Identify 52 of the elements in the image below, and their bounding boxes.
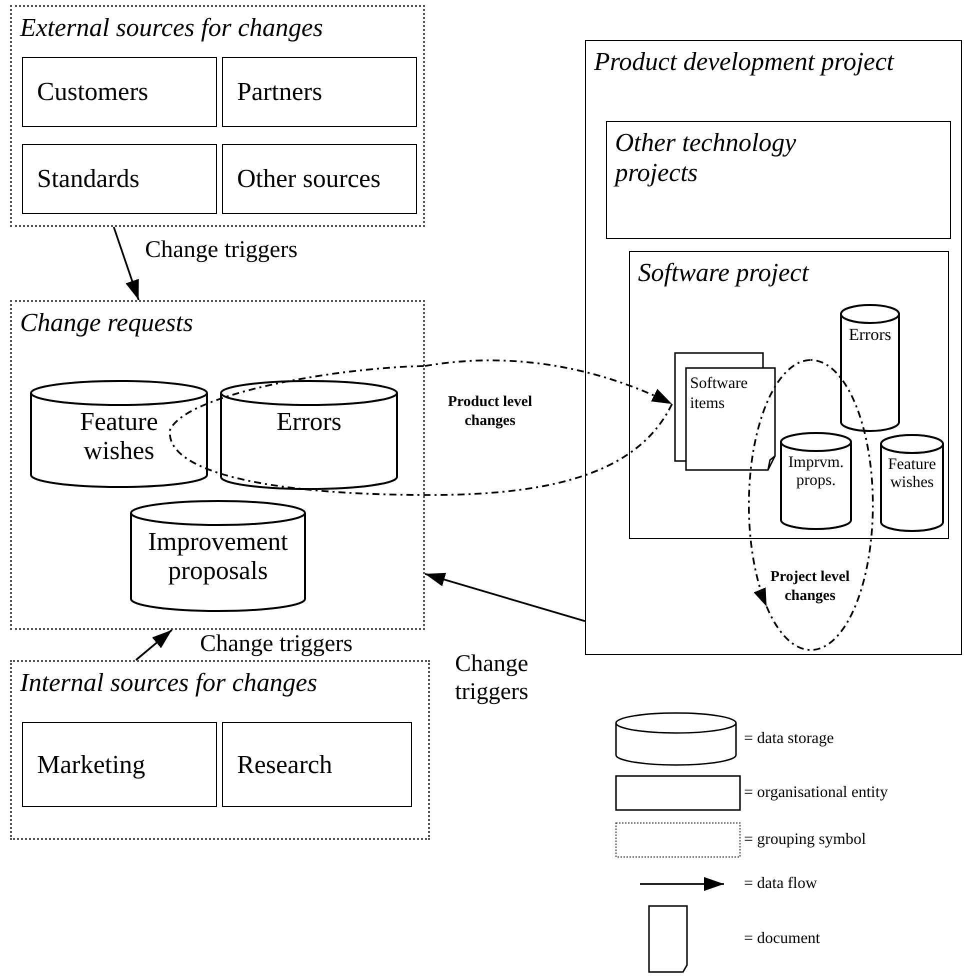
box-label: Marketing [37,750,146,780]
store-label: Feature wishes [79,408,159,466]
organisation-box [222,144,417,214]
box-label: Customers [37,77,150,107]
arrow [135,629,172,661]
grouping-box [10,300,425,630]
box-label: Partners [237,77,324,107]
group-title: Change requests [20,308,194,338]
arrow [112,226,140,300]
data-store-cylinder [220,380,398,490]
organisation-box [585,40,962,655]
data-store-cylinder [780,432,852,530]
edge-label: Change triggers [200,630,354,658]
store-label: Feature wishes [887,456,937,492]
note-label: Project level changes [769,568,851,606]
document-label: Software items [690,374,749,414]
grouping-box [10,5,425,227]
data-store-cylinder [130,500,306,612]
data-store-cylinder [30,380,208,488]
document-stack [674,352,777,472]
legend-text: = data flow [744,874,817,894]
organisation-box [606,121,951,239]
box-label: Other sources [237,164,382,194]
group-title: Other technology projects [615,128,798,188]
store-label: Improvement proposals [146,528,290,586]
legend-text: = organisational entity [744,783,888,803]
edge-label: Product level changes [446,393,534,431]
box-label: Research [237,750,334,780]
arrow [424,572,586,622]
group-title: External sources for changes [20,13,324,43]
store-label: Imprvm. props. [787,454,845,490]
group-title: Product development project [594,47,894,77]
organisation-box [629,251,949,539]
organisation-box [222,722,412,807]
organisation-box [222,57,417,127]
box-label: Standards [37,164,141,194]
legend-text: = document [744,929,820,949]
organisation-box [22,722,217,807]
data-store-cylinder [880,434,944,532]
store-label: Errors [276,408,342,437]
legend-text: = grouping symbol [744,830,866,850]
organisation-box [22,57,217,127]
store-label: Errors [848,326,892,345]
grouping-box [10,660,430,840]
dash-dot-arrow [424,360,672,405]
group-title: Software project [638,258,809,288]
edge-label: Change triggers [455,650,530,706]
data-store-cylinder [840,304,900,432]
legend-text: = data storage [744,729,834,749]
edge-label: Change triggers [145,236,299,264]
group-title: Internal sources for changes [20,668,318,698]
organisation-box [22,144,217,214]
